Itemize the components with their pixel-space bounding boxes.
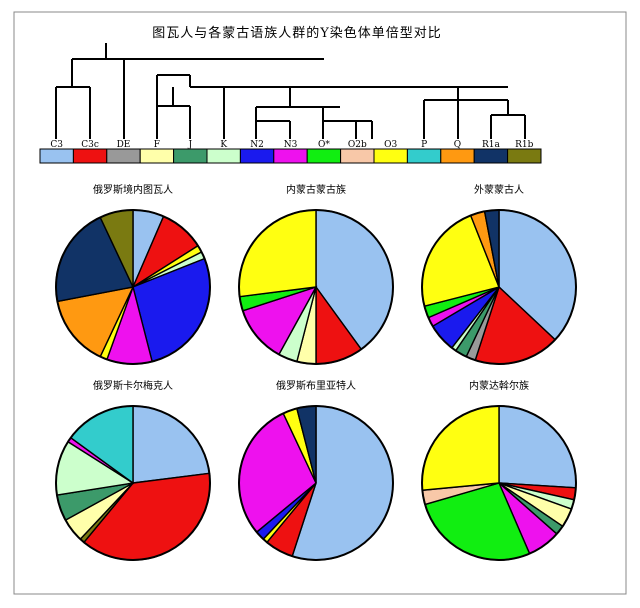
pie-chart: 俄罗斯境内图瓦人 [55, 183, 211, 365]
color-swatch-q [440, 148, 475, 164]
pie-slice-c3 [498, 405, 577, 489]
pie-slice-c3 [132, 405, 211, 484]
pie-title: 俄罗斯布里亚特人 [276, 379, 356, 392]
tree-label-de: DE [117, 140, 131, 150]
color-swatch-n2 [239, 148, 275, 164]
color-swatch-r1a [473, 148, 509, 164]
pie-outline [238, 209, 394, 365]
color-swatch-c3c [72, 148, 108, 164]
tree-label-c3c: C3c [81, 140, 99, 150]
color-swatch-k [206, 148, 241, 164]
color-swatch-f [139, 148, 175, 164]
tree-label-k: K [220, 140, 227, 150]
color-swatch-de [106, 148, 141, 164]
tree-branches [55, 43, 526, 139]
pie-title: 俄罗斯境内图瓦人 [93, 183, 173, 196]
figure-title: 图瓦人与各蒙古语族人群的Y染色体单倍型对比 [152, 25, 442, 41]
tree-label-c3: C3 [50, 140, 63, 150]
pie-outline [238, 405, 394, 561]
pie-title: 俄罗斯卡尔梅克人 [93, 379, 173, 392]
tree-label-o2b: O2b [348, 140, 367, 150]
pie-outline [421, 405, 577, 561]
color-swatch-r1b [507, 148, 542, 164]
pie-title: 内蒙古蒙古族 [286, 183, 346, 196]
tree-label-j: J [187, 140, 192, 150]
color-swatch-n3 [273, 148, 308, 164]
tree-label-q: Q [454, 140, 461, 150]
pie-chart: 内蒙古蒙古族 [238, 183, 394, 365]
haplogroup-labels: C3 C3c DE F J K N2 N3 O* O2b O3 P Q R1a R1b [50, 140, 533, 150]
pie-slice-o3 [421, 405, 500, 492]
pie-title: 外蒙蒙古人 [474, 183, 524, 196]
color-swatch-o2b [340, 148, 375, 164]
figure-border [13, 11, 627, 595]
color-swatch-o-star [306, 148, 342, 164]
tree-label-f: F [154, 140, 160, 150]
pie-outline [421, 209, 577, 365]
pie-outline [55, 405, 211, 561]
pie-chart: 内蒙达斡尔族 [421, 379, 577, 561]
pie-chart: 外蒙蒙古人 [421, 183, 577, 365]
pie-slice-o3 [238, 209, 317, 298]
pie-chart: 俄罗斯卡尔梅克人 [55, 379, 211, 561]
tree-label-p: P [421, 140, 427, 150]
color-swatch-p [406, 148, 442, 164]
phylogenetic-tree [55, 43, 526, 139]
tree-label-r1b: R1b [515, 140, 534, 150]
color-swatch-j [173, 148, 208, 164]
tree-label-r1a: R1a [482, 140, 501, 150]
pie-title: 内蒙达斡尔族 [469, 379, 529, 392]
tree-label-n3: N3 [284, 140, 298, 150]
pie-chart: 俄罗斯布里亚特人 [238, 379, 394, 561]
haplogroup-color-bar [39, 148, 542, 164]
color-swatch-o3 [373, 148, 408, 164]
tree-label-n2: N2 [250, 140, 264, 150]
tree-label-o3: O3 [384, 140, 397, 150]
pie-outline [55, 209, 211, 365]
tree-label-o-star: O* [318, 140, 330, 150]
color-swatch-c3 [39, 148, 74, 164]
